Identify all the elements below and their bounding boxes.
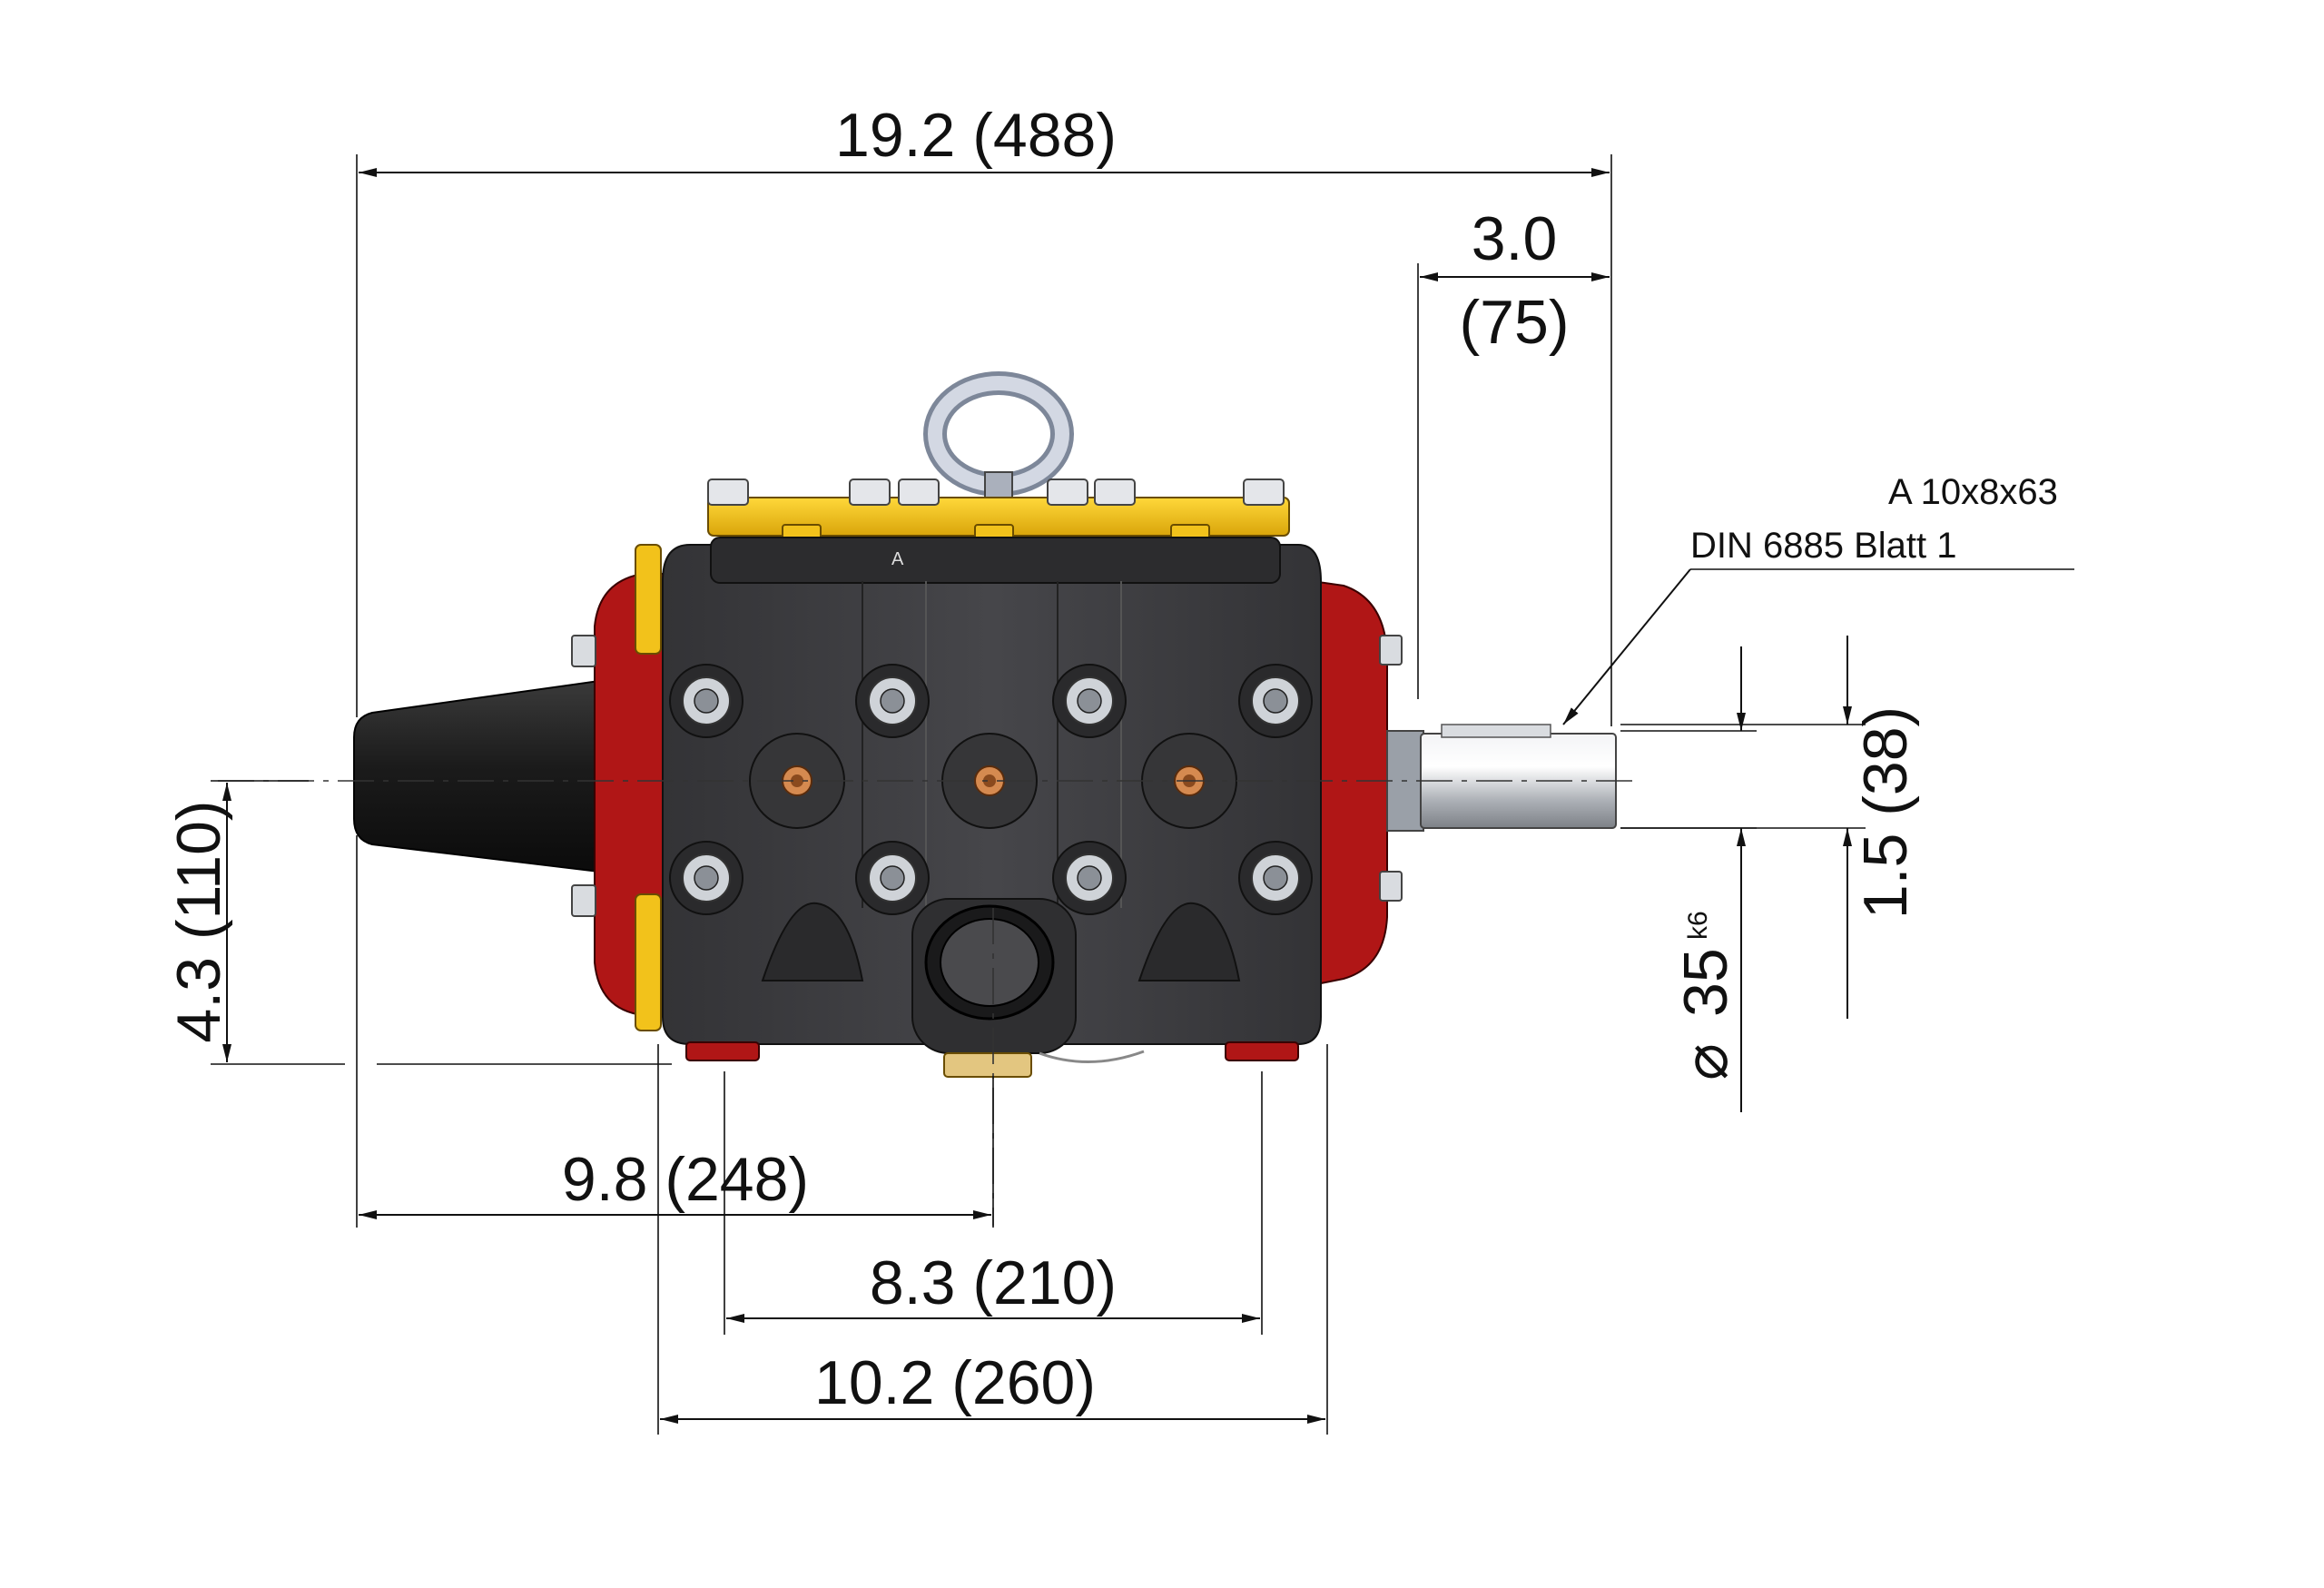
key-standard-label: DIN 6885 Blatt 1 <box>1690 526 1957 566</box>
key-spec-label: A 10x8x63 <box>1888 472 2058 512</box>
valve-plugs <box>749 733 1237 829</box>
foot-holes-label: 8.3 (210) <box>870 1248 1117 1317</box>
shaft-tolerance: k6 <box>1683 911 1713 940</box>
key-height-label: 1.5 (38) <box>1851 706 1920 919</box>
shaft-diameter-value: 35 <box>1671 948 1740 1017</box>
pump-illustration: A <box>353 371 1617 1078</box>
foot-width-label: 10.2 (260) <box>814 1348 1096 1417</box>
lifting-eye <box>923 371 1074 509</box>
dimension-lines <box>211 154 2074 1435</box>
right-flange <box>1311 579 1403 987</box>
axis-height-label: 4.3 (110) <box>164 800 233 1042</box>
end-cap <box>353 679 600 873</box>
port-offset-label: 9.8 (248) <box>562 1145 809 1214</box>
dimension-labels: 19.2 (488) 3.0 (75) A 10x8x63 DIN 6885 B… <box>164 101 2058 1417</box>
left-flange <box>571 544 668 1031</box>
cylinder-head-bolts <box>669 664 1313 915</box>
shaft-length-mm-label: (75) <box>1460 288 1570 357</box>
diameter-symbol: ⌀ <box>1671 1043 1740 1080</box>
shaft-diameter-label: ⌀ 35 k6 <box>1671 911 1740 1080</box>
body-marking: A <box>891 549 904 569</box>
overall-length-label: 19.2 (488) <box>835 101 1117 170</box>
manifold-block <box>707 478 1290 540</box>
drive-shaft <box>1386 724 1617 832</box>
manifold-bolts <box>707 478 1285 506</box>
shaft-length-inch-label: 3.0 <box>1472 204 1558 273</box>
discharge-port <box>911 898 1077 1054</box>
